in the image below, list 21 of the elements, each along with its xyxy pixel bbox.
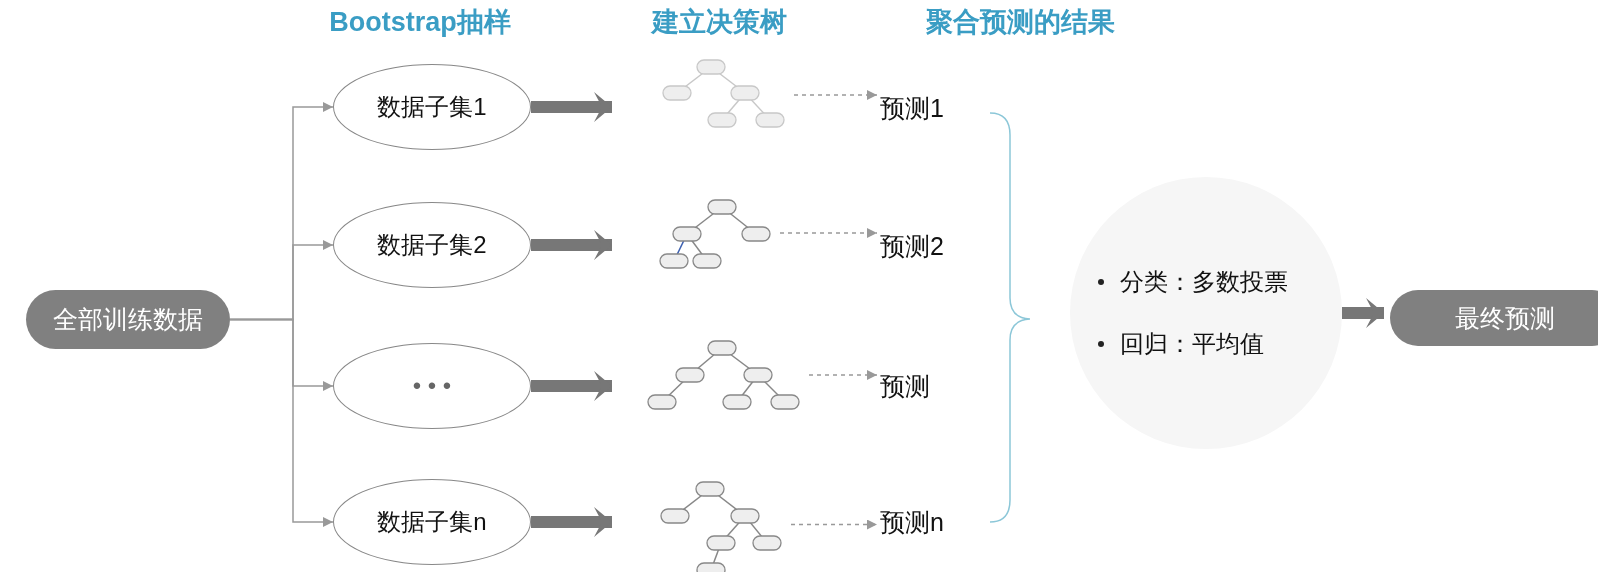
training-data-pill: 全部训练数据 [26,290,230,349]
column-header: Bootstrap抽样 [329,6,511,39]
prediction-text: 预测2 [880,230,944,262]
arrow [779,228,878,238]
prediction-text: 预测1 [880,92,944,124]
arrow [531,92,612,122]
arrow [1342,298,1384,328]
arrow [531,371,612,401]
bullet-text: 回归：平均值 [1120,329,1264,359]
bullet-text: 分类：多数投票 [1120,267,1288,297]
arrow [808,370,878,380]
arrow [229,318,334,527]
arrow [531,230,612,260]
arrow [790,519,878,530]
prediction-text: 预测 [880,370,930,402]
arrow [531,507,612,537]
result-pill: 最终预测 [1390,290,1598,346]
arrow [793,90,878,100]
column-header: 聚合预测的结果 [925,6,1115,39]
column-header: 建立决策树 [651,6,787,39]
prediction-text: 预测n [880,506,944,538]
